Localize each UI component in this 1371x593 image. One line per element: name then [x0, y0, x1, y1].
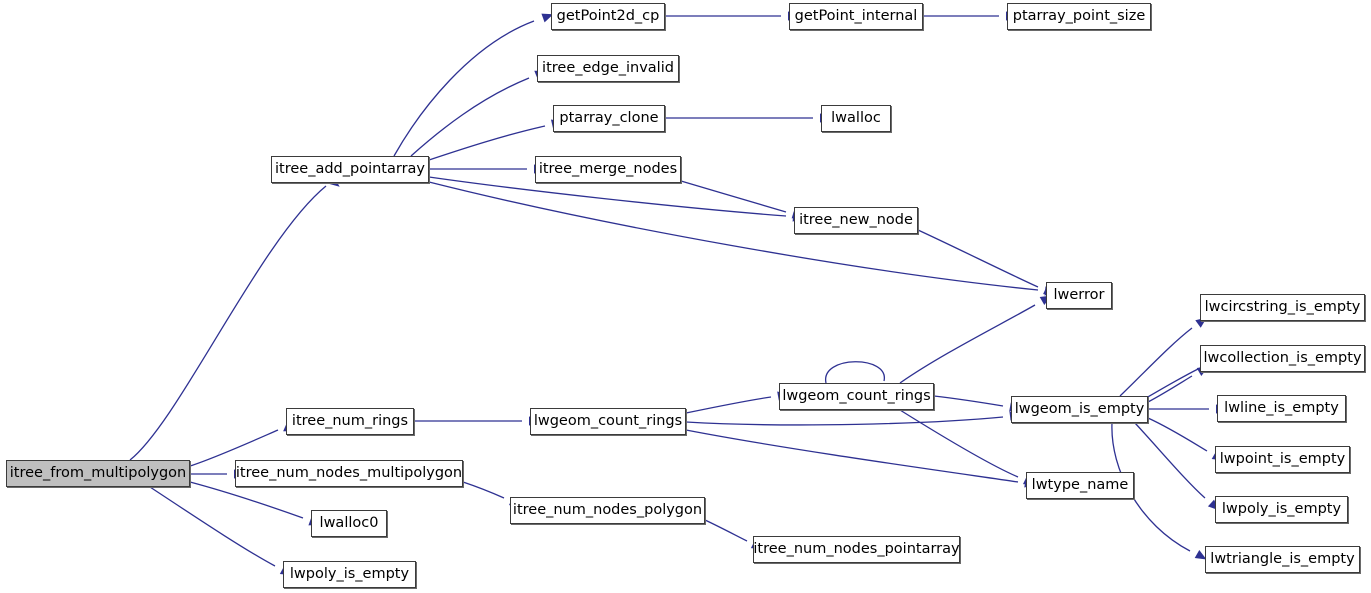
edge-itree_add_pointarray-to-itree_merge_nodes [429, 164, 545, 174]
node-label: itree_new_node [799, 212, 913, 229]
edge-itree_add_pointarray-to-getPoint2d_cp [393, 13, 554, 157]
node-itree_merge_nodes[interactable]: itree_merge_nodes [535, 156, 681, 183]
edge-getPoint_internal-to-ptarray_point_size [923, 11, 1017, 21]
node-label: lwtriangle_is_empty [1210, 551, 1355, 568]
edge-lwgeom_count_rings_2-to-lwgeom_is_empty [933, 395, 1021, 412]
edge-lwgeom_count_rings_1-to-lwgeom_count_rings_2 [685, 391, 789, 414]
node-label: lwpoly_is_empty [289, 566, 410, 583]
node-label: itree_add_pointarray [275, 161, 425, 178]
node-itree_add_pointarray[interactable]: itree_add_pointarray [271, 156, 429, 183]
node-itree_num_rings[interactable]: itree_num_rings [286, 408, 414, 435]
node-label: lwerror [1053, 287, 1105, 304]
node-label: ptarray_clone [559, 110, 659, 127]
arrow-head [1194, 550, 1207, 560]
edge-itree_add_pointarray-to-itree_new_node [428, 176, 804, 222]
node-lwpoly_is_empty_right[interactable]: lwpoly_is_empty [1215, 496, 1348, 523]
node-lwgeom_count_rings_1[interactable]: lwgeom_count_rings [530, 408, 686, 435]
node-getPoint_internal[interactable]: getPoint_internal [789, 3, 923, 30]
node-label: lwpoly_is_empty [1221, 501, 1342, 518]
node-lwerror[interactable]: lwerror [1046, 282, 1112, 309]
node-lwpoint_is_empty[interactable]: lwpoint_is_empty [1215, 446, 1350, 473]
node-lwtriangle_is_empty[interactable]: lwtriangle_is_empty [1205, 546, 1360, 573]
node-ptarray_clone[interactable]: ptarray_clone [553, 105, 665, 132]
node-lwtype_name[interactable]: lwtype_name [1026, 472, 1134, 499]
edge-ptarray_clone-to-lwalloc [665, 113, 831, 123]
edge-itree_add_pointarray-to-ptarray_clone [428, 119, 563, 161]
node-label: itree_num_nodes_polygon [512, 502, 703, 519]
edge-itree_num_rings-to-lwgeom_count_rings_1 [414, 416, 540, 426]
edge-lwgeom_is_empty-to-lwline_is_empty [1148, 404, 1227, 414]
node-label: lwalloc [831, 110, 881, 127]
node-lwcircstring_is_empty[interactable]: lwcircstring_is_empty [1200, 294, 1365, 321]
node-label: ptarray_point_size [1012, 8, 1146, 25]
edge-lwgeom_is_empty-to-lwpoly_is_empty_right [1134, 422, 1220, 511]
node-itree_from_multipolygon[interactable]: itree_from_multipolygon [6, 460, 190, 487]
node-label: lwline_is_empty [1224, 400, 1339, 417]
edge-lwgeom_count_rings_1-to-lwgeom_is_empty [685, 411, 1021, 426]
edge-itree_add_pointarray-to-itree_edge_invalid [410, 70, 547, 157]
node-label: itree_num_nodes_pointarray [753, 541, 960, 558]
node-label: itree_from_multipolygon [9, 465, 187, 482]
node-itree_new_node[interactable]: itree_new_node [794, 207, 918, 234]
node-label: lwgeom_count_rings [782, 388, 931, 405]
node-label: lwtype_name [1031, 477, 1129, 494]
edge-lwgeom_is_empty-to-lwcircstring_is_empty [1119, 317, 1207, 397]
node-lwgeom_count_rings_2[interactable]: lwgeom_count_rings [779, 383, 934, 410]
node-label: lwpoint_is_empty [1219, 451, 1346, 468]
node-label: itree_merge_nodes [538, 161, 678, 178]
node-getPoint2d_cp[interactable]: getPoint2d_cp [551, 3, 665, 30]
node-label: lwcircstring_is_empty [1204, 299, 1361, 316]
node-label: getPoint2d_cp [556, 8, 660, 25]
node-itree_num_nodes_pointarray[interactable]: itree_num_nodes_pointarray [753, 536, 960, 563]
node-ptarray_point_size[interactable]: ptarray_point_size [1007, 3, 1151, 30]
node-label: lwgeom_is_empty [1014, 401, 1145, 418]
node-label: itree_num_rings [291, 413, 409, 430]
node-itree_edge_invalid[interactable]: itree_edge_invalid [537, 55, 679, 82]
node-label: lwalloc0 [319, 515, 379, 532]
edge-itree_merge_nodes-to-itree_new_node [680, 180, 804, 219]
node-label: itree_num_nodes_multipolygon [235, 465, 463, 482]
edge-getPoint2d_cp-to-getPoint_internal [665, 11, 799, 21]
node-lwalloc0[interactable]: lwalloc0 [311, 510, 387, 537]
node-itree_num_nodes_polygon[interactable]: itree_num_nodes_polygon [510, 497, 705, 524]
node-lwline_is_empty[interactable]: lwline_is_empty [1217, 395, 1346, 422]
node-itree_num_nodes_multipolygon[interactable]: itree_num_nodes_multipolygon [235, 460, 463, 487]
edge-itree_from_multipolygon-to-lwpoly_is_empty_bottom [149, 486, 292, 576]
node-label: itree_edge_invalid [542, 60, 674, 77]
edge-itree_new_node-to-lwerror [917, 229, 1055, 295]
node-label: lwcollection_is_empty [1203, 350, 1362, 367]
node-lwgeom_is_empty[interactable]: lwgeom_is_empty [1011, 396, 1148, 423]
arrow-head [541, 13, 554, 23]
node-lwalloc[interactable]: lwalloc [821, 105, 891, 132]
node-label: getPoint_internal [794, 8, 918, 25]
node-lwcollection_is_empty[interactable]: lwcollection_is_empty [1200, 345, 1365, 372]
node-label: lwgeom_count_rings [533, 413, 683, 430]
edge-lwgeom_count_rings_2-to-lwerror [899, 295, 1052, 384]
node-lwpoly_is_empty_bottom[interactable]: lwpoly_is_empty [283, 561, 416, 588]
edge-itree_from_multipolygon-to-lwalloc0 [189, 481, 321, 526]
